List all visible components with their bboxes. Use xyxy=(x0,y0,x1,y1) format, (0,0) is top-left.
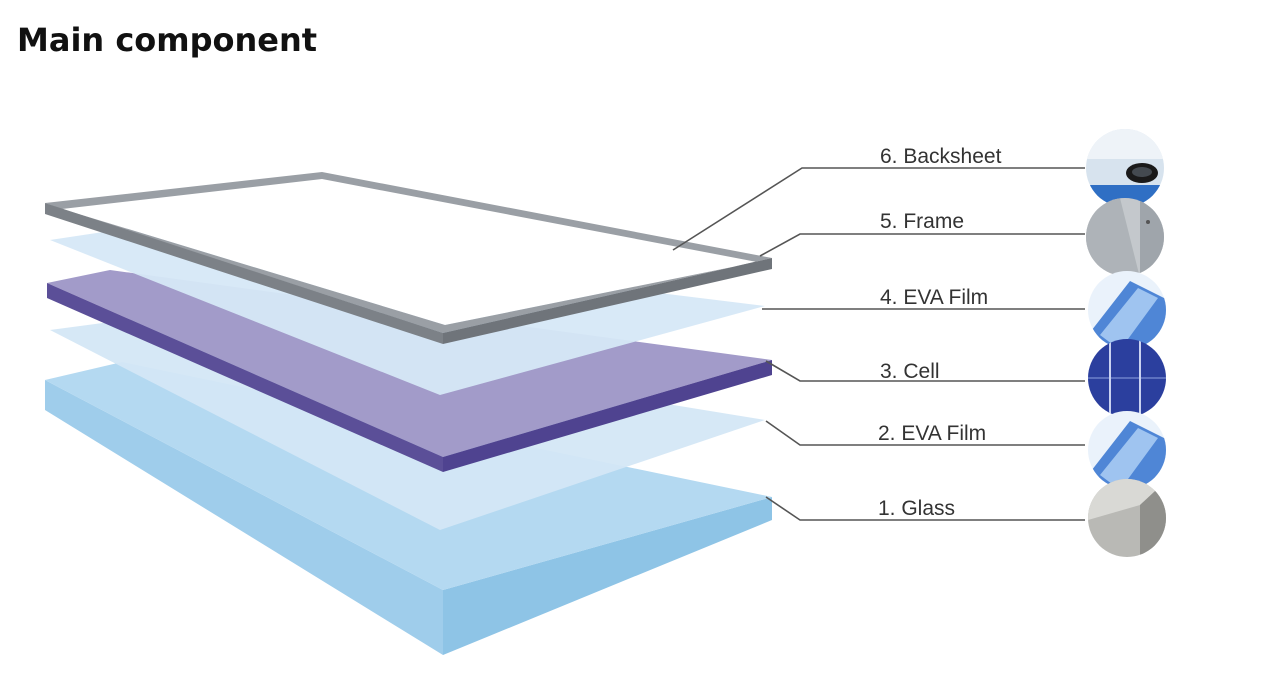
eva-film-upper-thumbnail-icon xyxy=(1088,271,1166,349)
leader-line-eva-film-lower xyxy=(765,420,1085,446)
frame-thumbnail-icon xyxy=(1086,198,1164,276)
label-glass: 1. Glass xyxy=(878,497,955,520)
leader-line-backsheet xyxy=(672,167,1085,251)
label-eva-film-lower: 2. EVA Film xyxy=(878,422,986,445)
glass-layer-side xyxy=(45,380,443,655)
glass-thumbnail-icon xyxy=(1088,479,1166,557)
label-cell: 3. Cell xyxy=(880,360,940,383)
frame-rail-front-face xyxy=(443,258,772,344)
frame-rail-left-face xyxy=(45,203,443,344)
cell-layer-edge-left xyxy=(47,283,443,472)
label-frame: 5. Frame xyxy=(880,210,964,233)
backsheet-layer xyxy=(62,179,757,325)
frame-layer xyxy=(45,172,772,344)
cell-thumbnail-icon xyxy=(1088,339,1166,417)
leader-line-cell xyxy=(765,360,1085,382)
layer-labels: 6. Backsheet 5. Frame 4. EVA Film 3. Cel… xyxy=(878,145,1002,520)
eva-film-lower-thumbnail-icon xyxy=(1088,411,1166,489)
glass-layer-front xyxy=(443,497,772,655)
leader-line-glass xyxy=(765,496,1085,521)
label-backsheet: 6. Backsheet xyxy=(880,145,1002,168)
backsheet-thumbnail-icon xyxy=(1086,129,1164,207)
leader-line-frame xyxy=(759,233,1085,257)
cell-layer-edge-front xyxy=(443,360,772,472)
page-title: Main component xyxy=(17,21,318,59)
leader-lines xyxy=(672,167,1085,521)
label-eva-film-upper: 4. EVA Film xyxy=(880,286,988,309)
